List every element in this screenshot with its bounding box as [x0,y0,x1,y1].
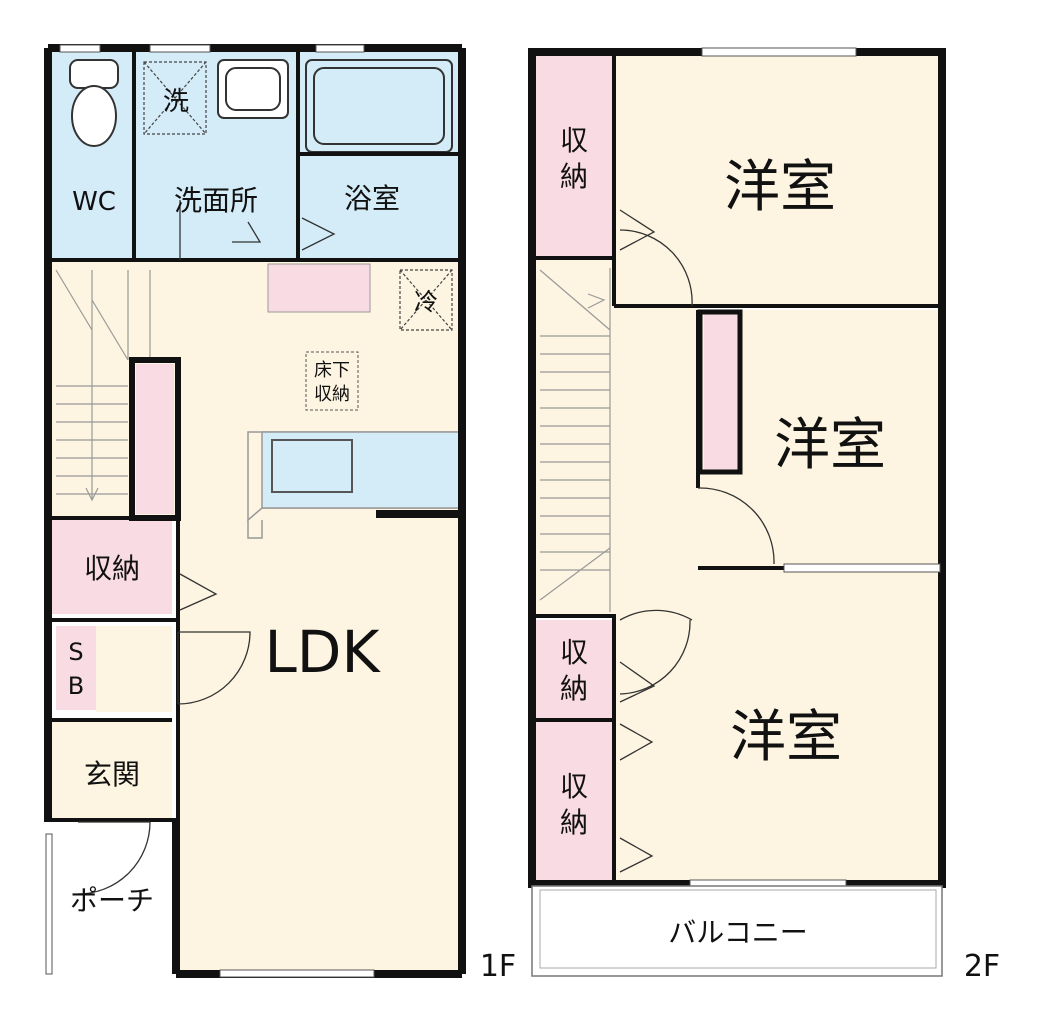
porch-label: ポーチ [70,884,154,917]
upper-cabinet [267,263,371,313]
sb-fill [56,626,96,710]
sb-area-fill [96,626,172,712]
washer-label: 洗 [163,87,189,117]
storage-top-label-1: 収 [560,124,588,157]
sink-icon [217,59,289,119]
first-floor-plan: WC 洗 洗面所 浴室 冷 床下 収納 収納 S B 玄関 ポーチ LDK 1F [44,44,516,984]
storage-bot-label-2: 納 [560,806,588,839]
balcony-label: バルコニー [668,916,807,949]
floor-2f-label: 2F [964,949,1000,984]
stairs-1f [55,269,151,502]
room1-label: 洋室 [724,155,836,220]
room2-label: 洋室 [774,413,886,478]
storage-1f-label: 収納 [84,552,140,585]
storage-mid-label-1: 収 [560,636,588,669]
stairs-2f [539,268,611,612]
hall-2f-fill [532,260,698,616]
doors-2f [619,209,775,873]
storage-bot-label-1: 収 [560,770,588,803]
windows-1f [45,44,375,978]
sb-label-b: B [68,672,84,700]
room2-closet-fill [704,314,738,470]
kitchen-counter [247,431,461,539]
pillar-storage-fill [136,364,174,514]
room3-fill [616,568,942,882]
storage-mid-label-2: 納 [560,672,588,705]
underfloor-label-2: 収納 [314,384,350,405]
balcony [531,885,943,977]
floor-1f-label: 1F [480,949,516,984]
storage-bot-fill [532,722,612,882]
room3-label: 洋室 [730,705,842,770]
storage-top-label-2: 納 [560,160,588,193]
bath-label: 浴室 [344,182,400,215]
fridge-label: 冷 [414,288,438,316]
bathtub-icon [305,59,453,153]
wc-label: WC [72,187,116,217]
underfloor-storage [305,351,359,411]
storage-top-fill [532,52,612,258]
storage-1f-fill [50,518,172,614]
entrance-label: 玄関 [84,758,140,791]
toilet-icon [69,59,119,147]
washer-icon [143,61,207,135]
balcony-inner [539,889,937,969]
underfloor-label-1: 床下 [314,360,350,381]
storage-mid-fill [532,620,612,718]
porch-fill [50,822,172,972]
wash-room-label: 洗面所 [174,184,258,217]
fridge-icon [399,269,453,331]
entrance-fill [50,722,172,818]
doors-1f [77,200,336,895]
ldk-label: LDK [264,618,381,686]
sb-label-s: S [68,638,83,666]
second-floor-plan: 収 納 洋室 洋室 洋室 収 納 収 納 バルコニー 2F [528,47,1000,984]
